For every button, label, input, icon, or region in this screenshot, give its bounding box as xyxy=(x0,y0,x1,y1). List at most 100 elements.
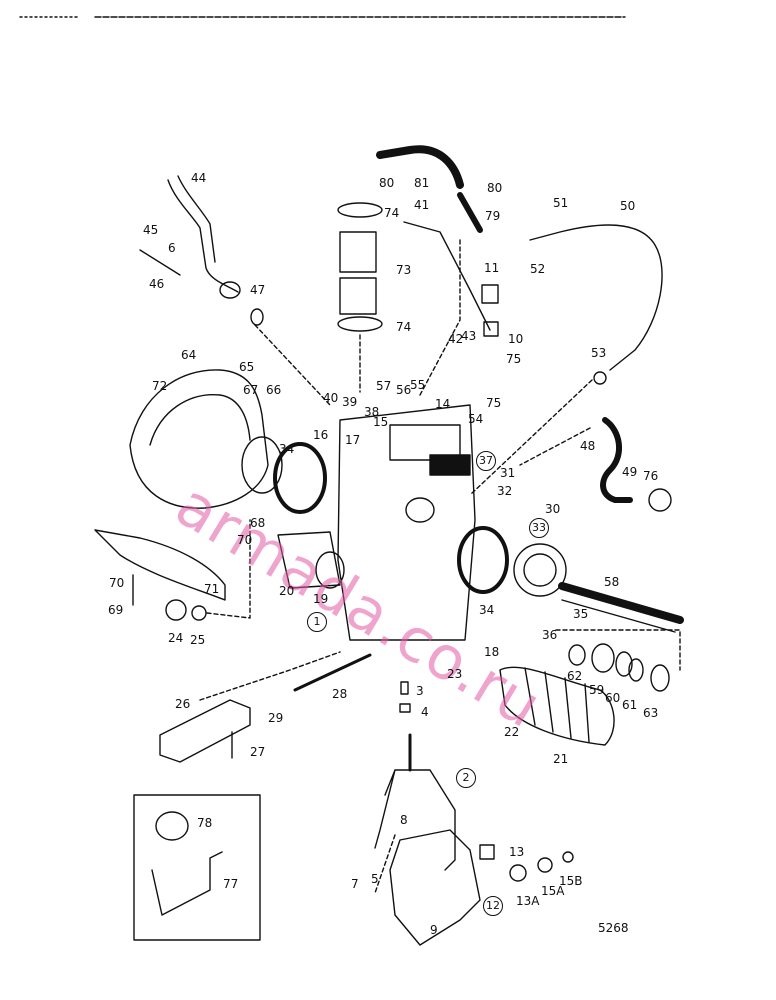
kit-wire-77 xyxy=(151,851,223,916)
part-label-11: 11 xyxy=(484,261,500,275)
rod-28 xyxy=(293,653,372,692)
bellows-21 xyxy=(499,666,615,746)
part-label-49: 49 xyxy=(622,465,638,479)
shaft-58-edge xyxy=(561,599,676,633)
bellows-21-ribs xyxy=(524,667,590,743)
part-label-80a: 80 xyxy=(379,176,395,190)
transom-shield xyxy=(337,404,476,641)
part-label-20: 20 xyxy=(279,584,295,598)
part-label-69: 69 xyxy=(108,603,124,617)
part-label-13A: 13A xyxy=(516,894,540,908)
bell-housing-rim xyxy=(149,393,251,446)
part-label-3: 3 xyxy=(416,684,424,698)
plug-24 xyxy=(165,599,187,621)
part-label-5: 5 xyxy=(371,872,379,886)
part-label-6: 6 xyxy=(168,241,176,255)
nut-4 xyxy=(399,703,411,713)
part-label-80b: 80 xyxy=(487,181,503,195)
figure-code: 5268 xyxy=(598,921,629,935)
bellows-73-lower xyxy=(339,277,377,315)
part-label-65: 65 xyxy=(239,360,255,374)
part-label-42: 42 xyxy=(448,332,464,346)
lower-cover-71 xyxy=(94,529,226,601)
screw-6 xyxy=(139,249,181,276)
guide-fork xyxy=(374,834,396,894)
part-label-52: 52 xyxy=(530,262,546,276)
exhaust-hose-48 xyxy=(600,417,633,503)
clamp-74-top xyxy=(337,202,383,218)
ring-60 xyxy=(615,651,633,677)
part-label-35: 35 xyxy=(573,607,589,621)
part-label-63: 63 xyxy=(643,706,659,720)
part-label-27: 27 xyxy=(250,745,266,759)
seal-ring-34 xyxy=(273,442,327,514)
part-label-13: 13 xyxy=(509,845,525,859)
bellows-73-upper xyxy=(339,231,377,273)
bell-housing-outlet xyxy=(241,436,283,494)
part-label-8: 8 xyxy=(400,813,408,827)
hose-81 xyxy=(376,145,464,189)
part-label-62: 62 xyxy=(567,669,583,683)
part-label-57: 57 xyxy=(376,379,392,393)
part-label-60: 60 xyxy=(605,691,621,705)
o-ring-47 xyxy=(250,308,264,326)
part-label-4: 4 xyxy=(421,705,429,719)
block-11 xyxy=(481,284,499,304)
part-label-45: 45 xyxy=(143,223,159,237)
part-label-29: 29 xyxy=(268,711,284,725)
part-label-68: 68 xyxy=(250,516,266,530)
part-label-81: 81 xyxy=(414,176,430,190)
part-label-75b: 75 xyxy=(486,396,502,410)
guide-53 xyxy=(469,379,593,496)
circled-label-1: 1 xyxy=(307,612,327,632)
fork-2 xyxy=(374,769,456,871)
intermediate-housing-20 xyxy=(277,531,341,589)
part-label-34a: 34 xyxy=(279,442,295,456)
part-label-17: 17 xyxy=(345,433,361,447)
part-label-66: 66 xyxy=(266,383,282,397)
bell-housing xyxy=(129,369,269,509)
label-plate-37 xyxy=(429,454,471,476)
circled-label-12: 12 xyxy=(483,896,503,916)
guide-48 xyxy=(519,427,591,466)
guide-plug xyxy=(206,519,251,619)
part-label-38: 38 xyxy=(364,405,380,419)
part-label-21: 21 xyxy=(553,752,569,766)
shield-bore xyxy=(405,497,435,523)
part-label-74a: 74 xyxy=(384,206,400,220)
part-label-78: 78 xyxy=(197,816,213,830)
flange-76 xyxy=(648,488,672,512)
part-label-54: 54 xyxy=(468,412,484,426)
guide-47 xyxy=(254,324,331,406)
part-label-22: 22 xyxy=(504,725,520,739)
part-label-56: 56 xyxy=(396,383,412,397)
part-label-46: 46 xyxy=(149,277,165,291)
part-label-14: 14 xyxy=(435,397,451,411)
part-label-70b: 70 xyxy=(109,576,125,590)
part-label-19: 19 xyxy=(313,592,329,606)
part-label-48: 48 xyxy=(580,439,596,453)
part-label-58: 58 xyxy=(604,575,620,589)
part-label-24: 24 xyxy=(168,631,184,645)
part-label-40: 40 xyxy=(323,391,339,405)
clamp-74-bottom xyxy=(337,316,383,332)
part-label-55: 55 xyxy=(410,378,426,392)
part-label-64: 64 xyxy=(181,348,197,362)
part-label-30: 30 xyxy=(545,502,561,516)
ring-63 xyxy=(650,664,670,692)
kit-box xyxy=(133,794,261,941)
part-label-71: 71 xyxy=(204,582,220,596)
fitting-15B xyxy=(562,851,574,863)
washer-25 xyxy=(191,605,207,621)
part-label-28: 28 xyxy=(332,687,348,701)
part-label-79: 79 xyxy=(485,209,501,223)
guide-rod xyxy=(199,651,341,701)
part-label-36: 36 xyxy=(542,628,558,642)
bearing-33 xyxy=(513,543,567,597)
part-label-31: 31 xyxy=(500,466,516,480)
part-label-67: 67 xyxy=(243,383,259,397)
circled-label-33: 33 xyxy=(529,518,549,538)
stud-3 xyxy=(400,681,409,695)
shift-cable-50 xyxy=(529,224,663,371)
